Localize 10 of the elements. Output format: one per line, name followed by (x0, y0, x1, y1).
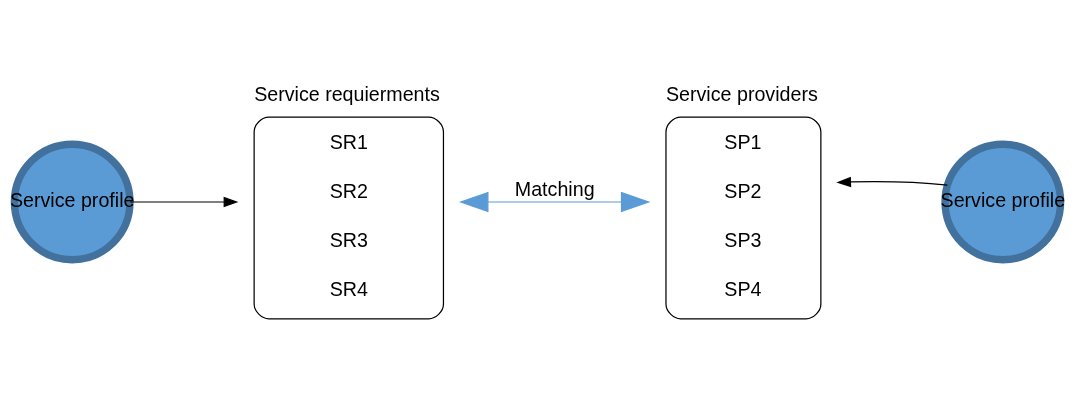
arrow (836, 176, 948, 187)
edge-label: Matching (514, 177, 595, 200)
node-label: Service requierments (254, 82, 440, 105)
node-circle: Service profile (941, 140, 1065, 263)
arrow (129, 196, 239, 207)
node-label: Service providers (665, 82, 818, 105)
node-box: SR1 SR2 SR3 SR4 (253, 116, 445, 319)
node-circle: Service profile (10, 140, 134, 263)
arrow (458, 191, 651, 212)
node-box: SP1 SP2 SP3 SP4 (665, 116, 822, 319)
